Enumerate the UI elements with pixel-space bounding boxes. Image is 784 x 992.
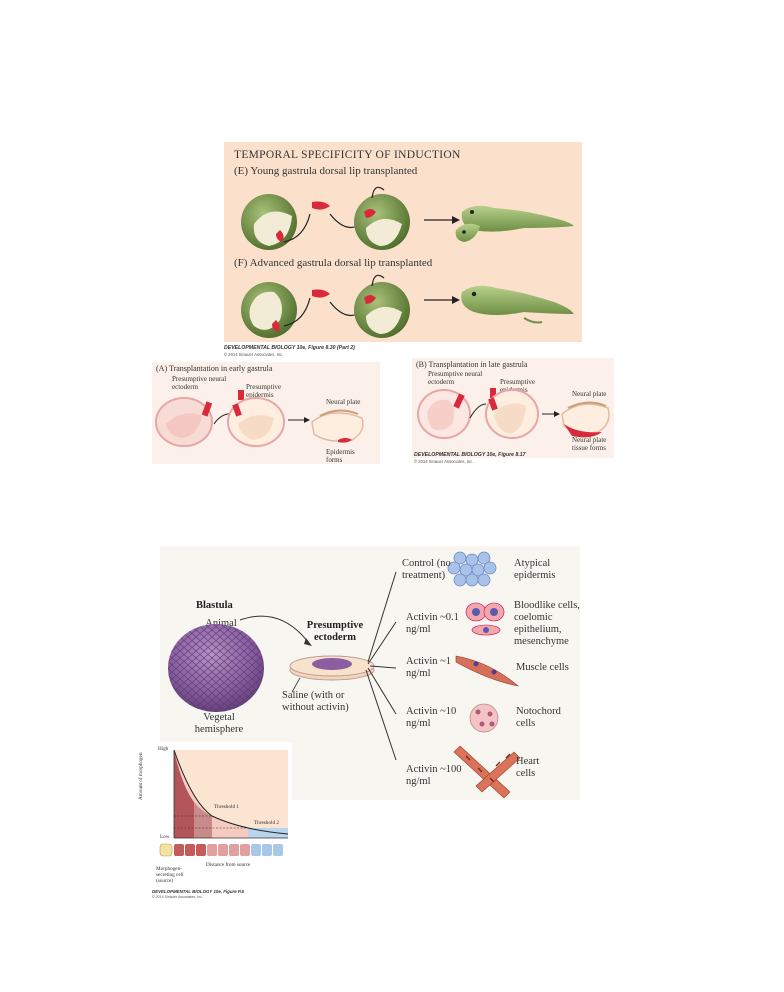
row-f-label: (F) Advanced gastrula dorsal lip transpl… <box>234 257 433 269</box>
vegetal-hemisphere-label: Vegetal hemisphere <box>194 712 244 735</box>
panel-b-title: (B) Transplantation in late gastrula <box>416 360 528 369</box>
row-e-donor-embryo <box>241 194 297 250</box>
graph-low-label: Low <box>160 834 170 840</box>
top-copyright: © 2014 Sinauer Associates, Inc. <box>224 352 284 357</box>
atypical-epidermis-cells <box>447 551 497 587</box>
threshold-1-label: Threshold 1 <box>214 804 239 810</box>
row-e-label: (E) Young gastrula dorsal lip transplant… <box>234 165 418 177</box>
row-e-host-embryo <box>354 194 410 250</box>
presumptive-ectoderm-label: Presumptive ectoderm <box>306 620 364 643</box>
activin-01-label: Activin ~0.1 ng/ml <box>406 612 459 635</box>
row-f-donor-embryo <box>241 282 297 338</box>
panel-a-epidermis-forms-label: Epidermis forms <box>326 448 355 464</box>
row-f-tadpole <box>461 285 574 324</box>
panel-a-neural-plate-label: Neural plate <box>326 398 361 406</box>
cell-row <box>159 843 283 857</box>
morphogen-source-label: Morphogen-secreting cell (source) <box>156 866 184 884</box>
graph-credit: DEVELOPMENTAL BIOLOGY 10e, Figure P.5 <box>152 889 244 894</box>
morphogen-gradient-chart <box>159 749 289 857</box>
panel-b-neural-plate-label: Neural plate <box>572 390 607 398</box>
panel-b-credit: DEVELOPMENTAL BIOLOGY 10e, Figure 8.17 <box>414 452 526 458</box>
activin-illustration <box>168 551 521 799</box>
notochord-cells <box>469 703 499 733</box>
graph-high-label: High <box>158 746 169 752</box>
graph-copyright: © 2014 Sinauer Associates, Inc. <box>152 895 203 899</box>
muscle-cells <box>455 655 520 687</box>
activin-1-label: Activin ~1 ng/ml <box>406 656 452 679</box>
bloodlike-cells-label: Bloodlike cells, coelomic epithelium, me… <box>514 600 580 647</box>
panel-a-neural-ectoderm-label: Presumptive neural ectoderm <box>172 375 227 391</box>
induction-illustration <box>241 186 574 338</box>
notochord-cells-label: Notochord cells <box>516 706 561 729</box>
panel-b-illustration <box>417 388 610 439</box>
figure-title: TEMPORAL SPECIFICITY OF INDUCTION <box>234 149 461 161</box>
threshold-2-label: Threshold 2 <box>254 820 279 826</box>
atypical-epidermis-label: Atypical epidermis <box>514 558 556 581</box>
control-condition-label: Control (no treatment) <box>402 558 451 581</box>
graph-x-axis-label: Distance from source <box>206 862 251 868</box>
muscle-cells-label: Muscle cells <box>516 662 569 673</box>
row-e-twin-tadpole <box>455 205 574 242</box>
panel-a-illustration <box>155 390 364 447</box>
panel-a-epidermis-label: Presumptive epidermis <box>246 383 281 399</box>
activin-100-label: Activin ~100 ng/ml <box>406 764 462 787</box>
activin-10-label: Activin ~10 ng/ml <box>406 706 457 729</box>
saline-label: Saline (with or without activin) <box>282 690 349 713</box>
row-f-host-embryo <box>354 282 410 338</box>
heart-cells-label: Heart cells <box>516 756 540 779</box>
graph-y-axis-label: Amount of morphogen <box>138 752 144 800</box>
top-credit: DEVELOPMENTAL BIOLOGY 10e, Figure 8.30 (… <box>224 345 355 351</box>
heart-cells <box>453 745 521 799</box>
panel-b-neural-ectoderm-label: Presumptive neural ectoderm <box>428 370 483 386</box>
petri-dish <box>289 655 375 681</box>
bloodlike-cells <box>465 602 505 636</box>
panel-b-copyright: © 2014 Sinauer Associates, Inc. <box>414 459 474 464</box>
blastula-label: Blastula <box>196 600 233 611</box>
panel-b-tissue-forms-label: Neural plate tissue forms <box>572 436 607 452</box>
panel-a-title: (A) Transplantation in early gastrula <box>156 364 273 373</box>
blastula-sphere <box>168 624 264 712</box>
